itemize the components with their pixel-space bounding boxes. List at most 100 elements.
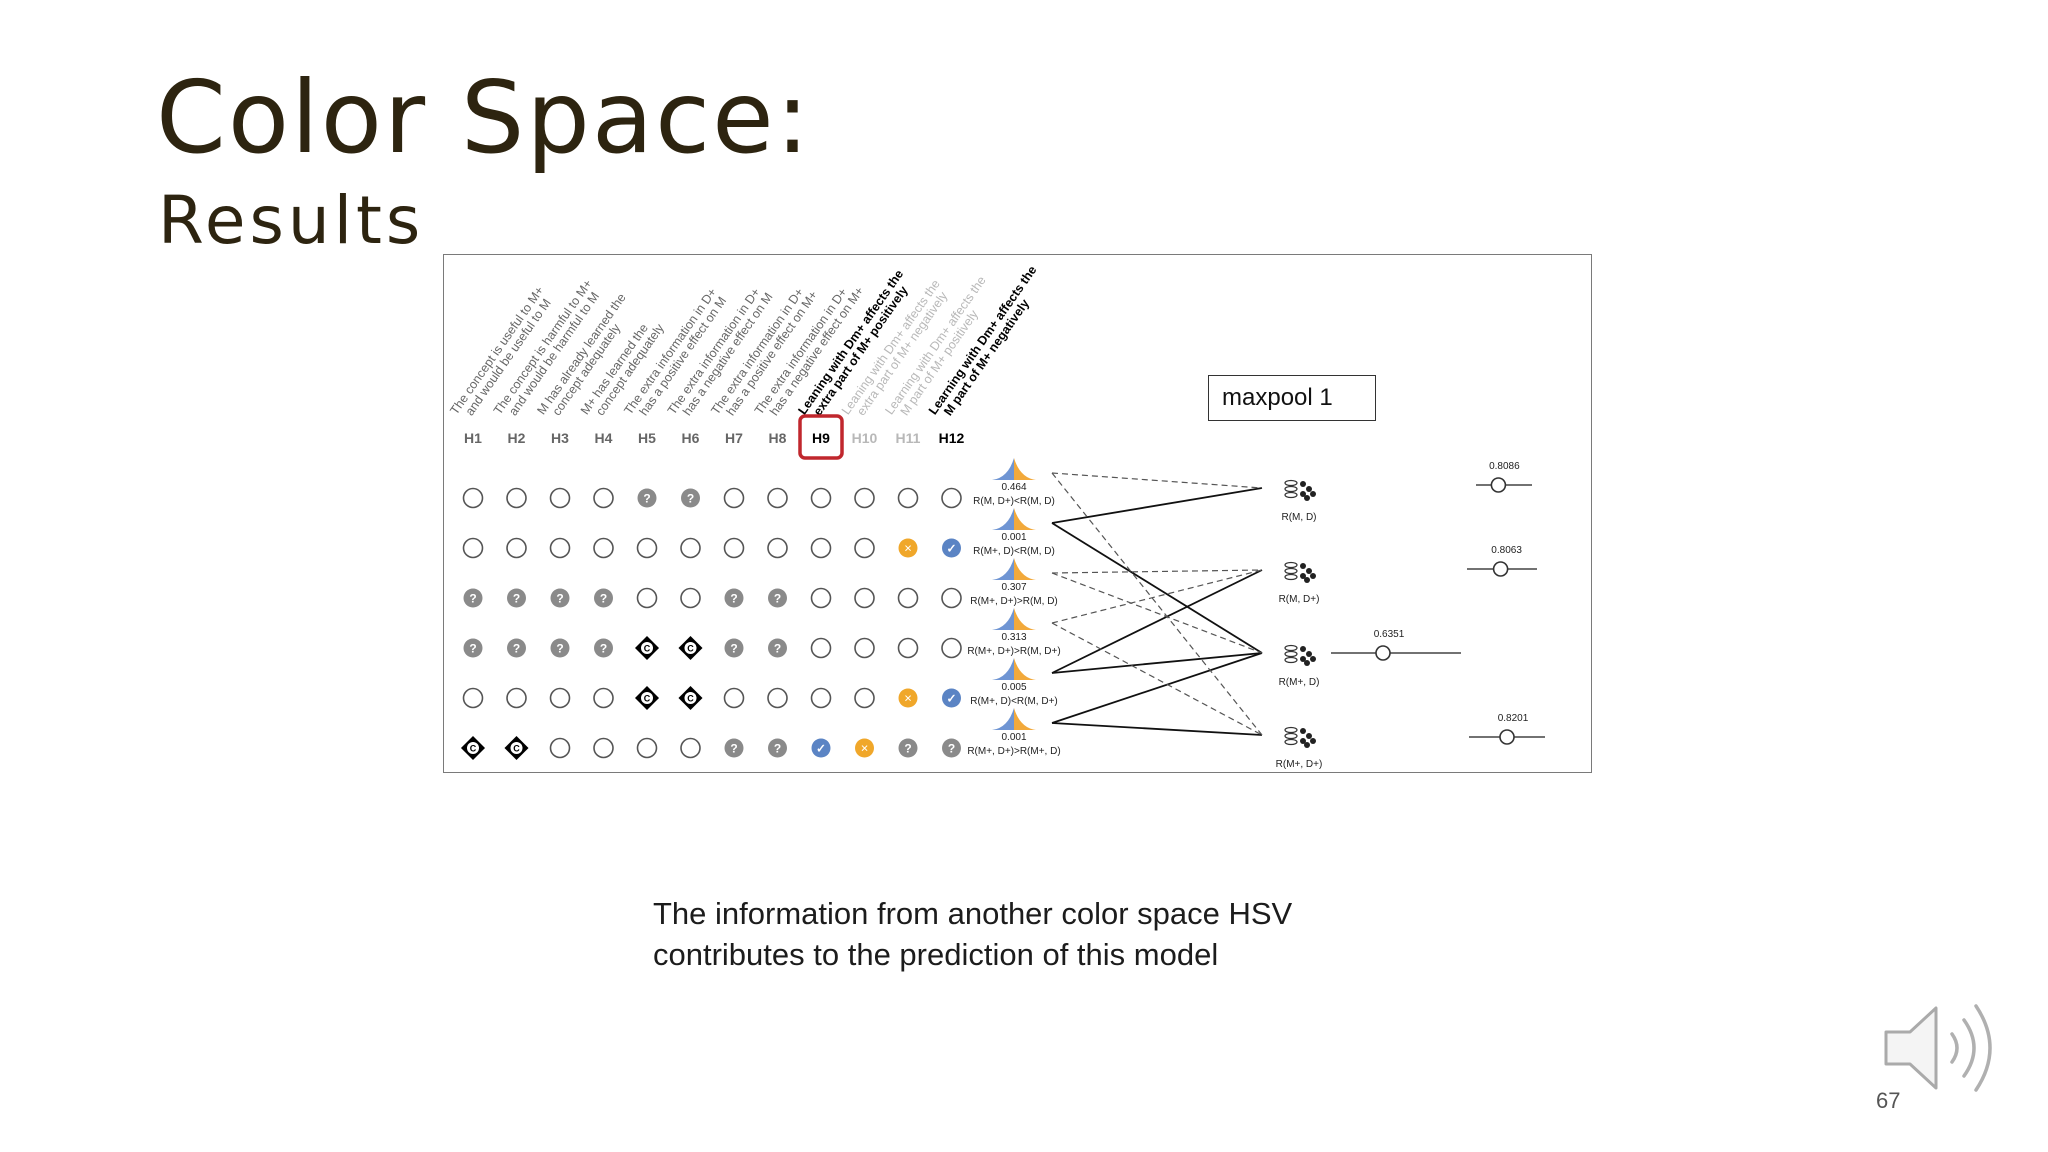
empty-circle-icon — [506, 537, 527, 559]
question-icon — [594, 638, 613, 658]
question-icon-glyph: ? — [513, 592, 520, 606]
model-network-icon — [1284, 644, 1316, 666]
concept-icon-glyph: C — [470, 744, 477, 754]
concept-icon-inner — [510, 742, 523, 754]
question-icon-glyph: ? — [774, 742, 781, 756]
slider-value: 0.6351 — [1374, 629, 1405, 640]
test-pvalue: 0.001 — [1001, 732, 1026, 743]
empty-circle-icon — [854, 587, 875, 609]
slider-value: 0.8201 — [1498, 713, 1529, 724]
question-icon-glyph: ? — [904, 742, 911, 756]
distribution-icon-orange — [1014, 558, 1036, 580]
empty-circle-icon — [549, 537, 571, 559]
empty-circle-icon — [854, 637, 875, 659]
test-pvalue: 0.307 — [1001, 582, 1026, 593]
empty-circle-icon — [810, 687, 832, 709]
distribution-icon-blue — [992, 608, 1014, 630]
empty-circle-icon — [506, 487, 527, 509]
slider-knob — [1490, 477, 1507, 493]
check-icon — [811, 738, 831, 758]
question-icon-glyph: ? — [774, 642, 781, 656]
solid-connection-line — [1051, 487, 1263, 524]
empty-circle-icon — [854, 687, 875, 709]
empty-circle-icon — [462, 537, 484, 559]
empty-circle-icon — [810, 587, 832, 609]
hypothesis-label-h1: H1 — [464, 430, 482, 446]
empty-circle-icon — [549, 737, 571, 759]
speaker-icon[interactable] — [1880, 998, 2004, 1098]
hypothesis-label-h4: H4 — [595, 430, 613, 446]
question-icon-glyph: ? — [600, 642, 607, 656]
check-icon-glyph: ✓ — [946, 542, 956, 556]
empty-circle-icon — [462, 687, 484, 709]
dashed-connection-line — [1051, 622, 1263, 736]
distribution-icon-orange — [1014, 508, 1036, 530]
question-icon-glyph: ? — [774, 592, 781, 606]
question-icon — [507, 638, 526, 658]
distribution-icon-orange — [1014, 658, 1036, 680]
distribution-icon-blue — [992, 658, 1014, 680]
question-icon — [768, 638, 787, 658]
empty-circle-icon — [723, 687, 745, 709]
concept-icon-glyph: C — [644, 694, 651, 704]
empty-circle-icon — [636, 537, 658, 559]
dashed-connection-line — [1051, 569, 1263, 624]
hypothesis-label-h12: H12 — [939, 430, 965, 446]
caption: The information from another color space… — [653, 893, 1292, 975]
question-icon-glyph: ? — [556, 642, 563, 656]
empty-circle-icon — [462, 487, 484, 509]
test-pvalue: 0.464 — [1001, 482, 1026, 493]
hypothesis-label-h7: H7 — [725, 430, 743, 446]
test-pvalue: 0.313 — [1001, 632, 1026, 643]
hypothesis-label-h2: H2 — [508, 430, 526, 446]
slider-knob — [1375, 645, 1391, 661]
question-icon-glyph: ? — [643, 492, 650, 506]
test-label: R(M+, D+)>R(M+, D) — [967, 746, 1060, 757]
slider-value: 0.8063 — [1491, 545, 1522, 556]
slider-knob — [1499, 729, 1515, 745]
question-icon — [463, 638, 483, 658]
question-icon-glyph: ? — [730, 642, 737, 656]
dashed-connection-line — [1051, 572, 1263, 654]
question-icon — [768, 588, 787, 608]
model-network-icon — [1284, 479, 1316, 501]
dashed-connection-line — [1051, 472, 1263, 736]
empty-circle-icon — [897, 487, 919, 509]
test-pvalue: 0.005 — [1001, 682, 1026, 693]
slide-title: Color Space: — [156, 59, 812, 176]
question-icon — [594, 588, 613, 608]
test-label: R(M+, D+)>R(M, D) — [970, 596, 1058, 607]
question-icon — [898, 738, 918, 758]
question-icon — [637, 488, 657, 508]
slider-value: 0.8086 — [1489, 461, 1520, 472]
concept-icon-glyph: C — [687, 694, 694, 704]
empty-circle-icon — [636, 587, 658, 609]
model-label: R(M, D+) — [1279, 594, 1320, 605]
empty-circle-icon — [810, 637, 832, 659]
empty-circle-icon — [593, 537, 614, 559]
distribution-icon-orange — [1014, 708, 1036, 730]
test-label: R(M, D+)<R(M, D) — [973, 496, 1055, 507]
question-icon — [942, 738, 961, 758]
empty-circle-icon — [593, 737, 614, 759]
empty-circle-icon — [767, 687, 788, 709]
question-icon — [724, 738, 744, 758]
question-icon — [724, 638, 744, 658]
hypothesis-label-h10: H10 — [852, 430, 878, 446]
empty-circle-icon — [941, 487, 962, 509]
empty-circle-icon — [549, 487, 571, 509]
empty-circle-icon — [767, 537, 788, 559]
empty-circle-icon — [680, 537, 701, 559]
model-network-icon — [1284, 561, 1316, 583]
concept-icon-glyph: C — [644, 644, 651, 654]
concept-icon-inner — [641, 642, 653, 654]
distribution-icon-blue — [992, 708, 1014, 730]
dashed-connection-line — [1051, 569, 1263, 574]
check-icon — [942, 688, 961, 708]
solid-connection-line — [1051, 652, 1263, 724]
caption-line-1: The information from another color space… — [653, 896, 1293, 931]
cross-icon-glyph: × — [904, 541, 912, 556]
question-icon-glyph: ? — [730, 592, 737, 606]
